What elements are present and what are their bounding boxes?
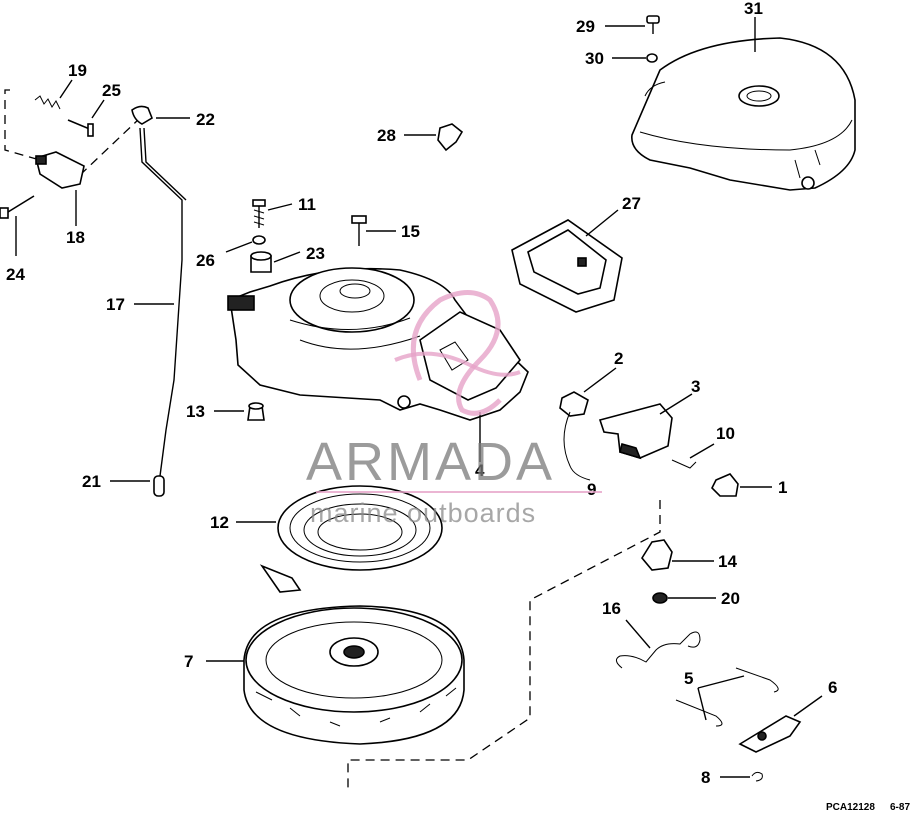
callout-21: 21 [82, 472, 101, 491]
callout-13: 13 [186, 402, 205, 421]
part-17-link-rod [139, 127, 187, 497]
part-11-bolt [252, 199, 266, 228]
callout-2: 2 [614, 349, 623, 368]
part-29-screw [646, 15, 660, 34]
part-19-spring [34, 95, 61, 110]
callout-17: 17 [106, 295, 125, 314]
callout-4: 4 [475, 461, 485, 480]
part-20-nut [652, 592, 668, 604]
callout-30: 30 [585, 49, 604, 68]
part-22-clip [131, 105, 153, 125]
part-5-springs [675, 667, 779, 727]
watermark-tagline: marine outboards [310, 498, 536, 528]
part-6-pawl [738, 715, 802, 753]
callout-7: 7 [184, 652, 193, 671]
part-13-bushing [247, 402, 265, 421]
part-8-clip [751, 771, 763, 782]
part-24-screw [0, 195, 35, 219]
callout-26: 26 [196, 251, 215, 270]
date-code: 6-87 [890, 802, 910, 813]
callout-23: 23 [306, 244, 325, 263]
callout-9: 9 [587, 480, 596, 499]
part-10-pin [671, 459, 697, 469]
part-14-retainer [641, 539, 673, 571]
callout-14: 14 [718, 552, 737, 571]
part-2-anchor [559, 391, 589, 417]
callout-31: 31 [744, 0, 763, 18]
part-7-pulley [243, 605, 465, 745]
callout-12: 12 [210, 513, 229, 532]
drawing-code: PCA12128 [826, 802, 875, 813]
callout-15: 15 [401, 222, 420, 241]
watermark-brand: ARMADA [306, 432, 555, 492]
callout-20: 20 [721, 589, 740, 608]
callout-18: 18 [66, 228, 85, 247]
callout-3: 3 [691, 377, 700, 396]
part-15-screw [351, 215, 367, 246]
callout-6: 6 [828, 678, 837, 697]
watermark: ARMADA marine outboards [306, 290, 602, 528]
callout-29: 29 [576, 17, 595, 36]
part-16-spring-wire [616, 631, 701, 669]
part-9-rope [563, 411, 591, 481]
watermark-logo-mark [394, 290, 521, 416]
callout-10: 10 [716, 424, 735, 443]
part-12-rewind-spring [259, 485, 443, 593]
part-4-starter-housing [227, 267, 529, 421]
part-3-handle [598, 403, 673, 460]
part-30-washer [646, 53, 658, 63]
part-26-washer [252, 235, 266, 245]
part-1-lock [711, 473, 739, 497]
callout-28: 28 [377, 126, 396, 145]
part-23-bushing [250, 251, 272, 273]
callout-27: 27 [622, 194, 641, 213]
part-25-pin [67, 119, 94, 137]
callout-25: 25 [102, 81, 121, 100]
part-18-bracket [35, 151, 85, 189]
callout-11: 11 [298, 195, 316, 214]
callout-19: 19 [68, 61, 87, 80]
part-31-cover [631, 37, 856, 191]
callout-22: 22 [196, 110, 215, 129]
callout-16: 16 [602, 599, 621, 618]
part-27-retainer [511, 219, 623, 313]
part-28-clip [437, 123, 464, 152]
callout-24: 24 [6, 265, 25, 284]
callout-5: 5 [684, 669, 693, 688]
callout-8: 8 [701, 768, 710, 787]
callout-1: 1 [778, 478, 787, 497]
